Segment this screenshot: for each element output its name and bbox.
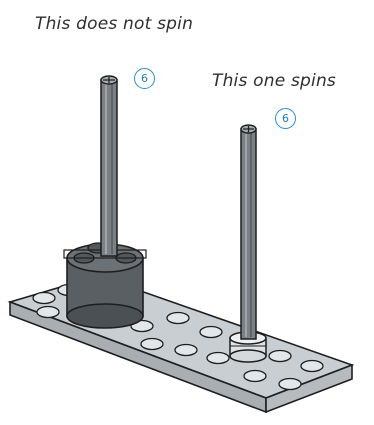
spinning-axle-label: This one spins [212,71,336,91]
static-axle-label: This does not spin [35,14,193,34]
static-axle [101,76,117,256]
lego-plate-icon [10,276,352,412]
axle-length-callout: 6 [275,108,296,129]
axle-length-callout: 6 [134,68,155,89]
spinning-axle [241,125,256,339]
